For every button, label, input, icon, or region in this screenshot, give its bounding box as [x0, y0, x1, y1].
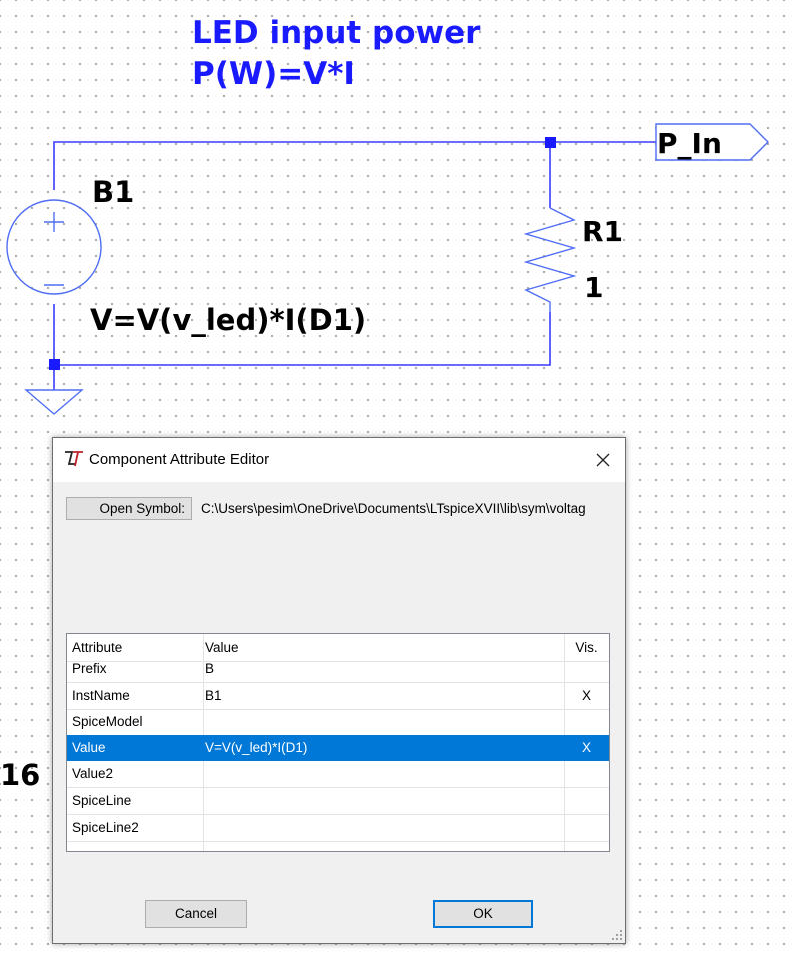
cancel-button[interactable]: Cancel	[145, 900, 247, 928]
resistor-name-label[interactable]: R1	[582, 215, 623, 248]
column-header-value[interactable]: Value	[205, 640, 239, 655]
table-row[interactable]: SpiceLine2	[67, 815, 609, 841]
wires[interactable]	[53, 141, 656, 390]
junction-node-top	[545, 137, 556, 148]
row-attribute-cell: SpiceModel	[72, 714, 143, 729]
symbol-path-text: C:\Users\pesim\OneDrive\Documents\LTspic…	[201, 501, 586, 516]
dialog-title: Component Attribute Editor	[89, 451, 270, 468]
row-vis-cell[interactable]	[564, 761, 609, 787]
row-attribute-cell: SpiceLine2	[72, 820, 139, 835]
row-value-cell[interactable]: V=V(v_led)*I(D1)	[205, 740, 308, 755]
table-header-row: Attribute Value Vis.	[67, 635, 609, 661]
resistor-value-label[interactable]: 1	[584, 271, 603, 304]
table-row[interactable]: SpiceModel	[67, 709, 609, 735]
junction-node-bottom	[49, 359, 60, 370]
row-value-cell[interactable]	[205, 788, 565, 814]
resize-grip-icon[interactable]	[611, 929, 623, 941]
partial-label-text: 16	[0, 758, 40, 792]
row-vis-cell[interactable]: X	[581, 688, 591, 703]
open-symbol-button[interactable]: Open Symbol:	[66, 497, 192, 520]
schematic-title-line1: LED input power	[192, 15, 481, 51]
row-attribute-cell: Value	[72, 740, 106, 755]
component-attribute-editor-dialog: Component Attribute Editor Open Symbol: …	[52, 437, 626, 944]
table-row[interactable]: SpiceLine	[67, 788, 609, 814]
row-attribute-cell: Value2	[72, 766, 114, 781]
row-value-cell[interactable]	[205, 815, 565, 841]
ground-symbol[interactable]	[24, 389, 84, 415]
row-value-cell[interactable]	[205, 709, 565, 735]
source-value-label[interactable]: V=V(v_led)*I(D1)	[90, 303, 366, 337]
net-label-flag[interactable]	[655, 123, 769, 161]
row-value-cell[interactable]: B	[205, 661, 215, 676]
dialog-titlebar[interactable]: Component Attribute Editor	[53, 438, 625, 482]
row-vis-cell[interactable]	[564, 709, 609, 735]
schematic-title-line2: P(W)=V*I	[192, 56, 355, 92]
row-attribute-cell: Prefix	[72, 661, 107, 676]
source-name-label[interactable]: B1	[92, 175, 134, 209]
row-vis-cell[interactable]	[564, 656, 609, 682]
column-header-vis[interactable]: Vis.	[575, 640, 598, 655]
ok-button[interactable]: OK	[433, 900, 533, 928]
row-vis-cell[interactable]	[564, 815, 609, 841]
row-value-cell[interactable]	[205, 761, 565, 787]
table-row[interactable]: Prefix B	[67, 656, 609, 682]
row-attribute-cell: SpiceLine	[72, 793, 132, 808]
table-row[interactable]: Value2	[67, 761, 609, 787]
row-value-cell[interactable]: B1	[205, 688, 222, 703]
table-row[interactable]: InstName B1 X	[67, 683, 609, 709]
row-vis-cell[interactable]	[564, 788, 609, 814]
resistor-r1-symbol[interactable]	[523, 207, 577, 312]
table-row-selected[interactable]: Value V=V(v_led)*I(D1) X	[67, 735, 609, 761]
ltspice-logo-icon	[65, 451, 83, 467]
row-attribute-cell: InstName	[72, 688, 130, 703]
row-vis-cell[interactable]: X	[581, 740, 591, 755]
net-label-text: P_In	[657, 127, 722, 160]
attribute-table[interactable]: Attribute Value Vis. Prefix B InstName B…	[66, 633, 610, 852]
column-header-attribute[interactable]: Attribute	[72, 640, 123, 655]
close-icon[interactable]	[589, 446, 617, 474]
voltage-source-b1-symbol[interactable]	[6, 199, 102, 295]
